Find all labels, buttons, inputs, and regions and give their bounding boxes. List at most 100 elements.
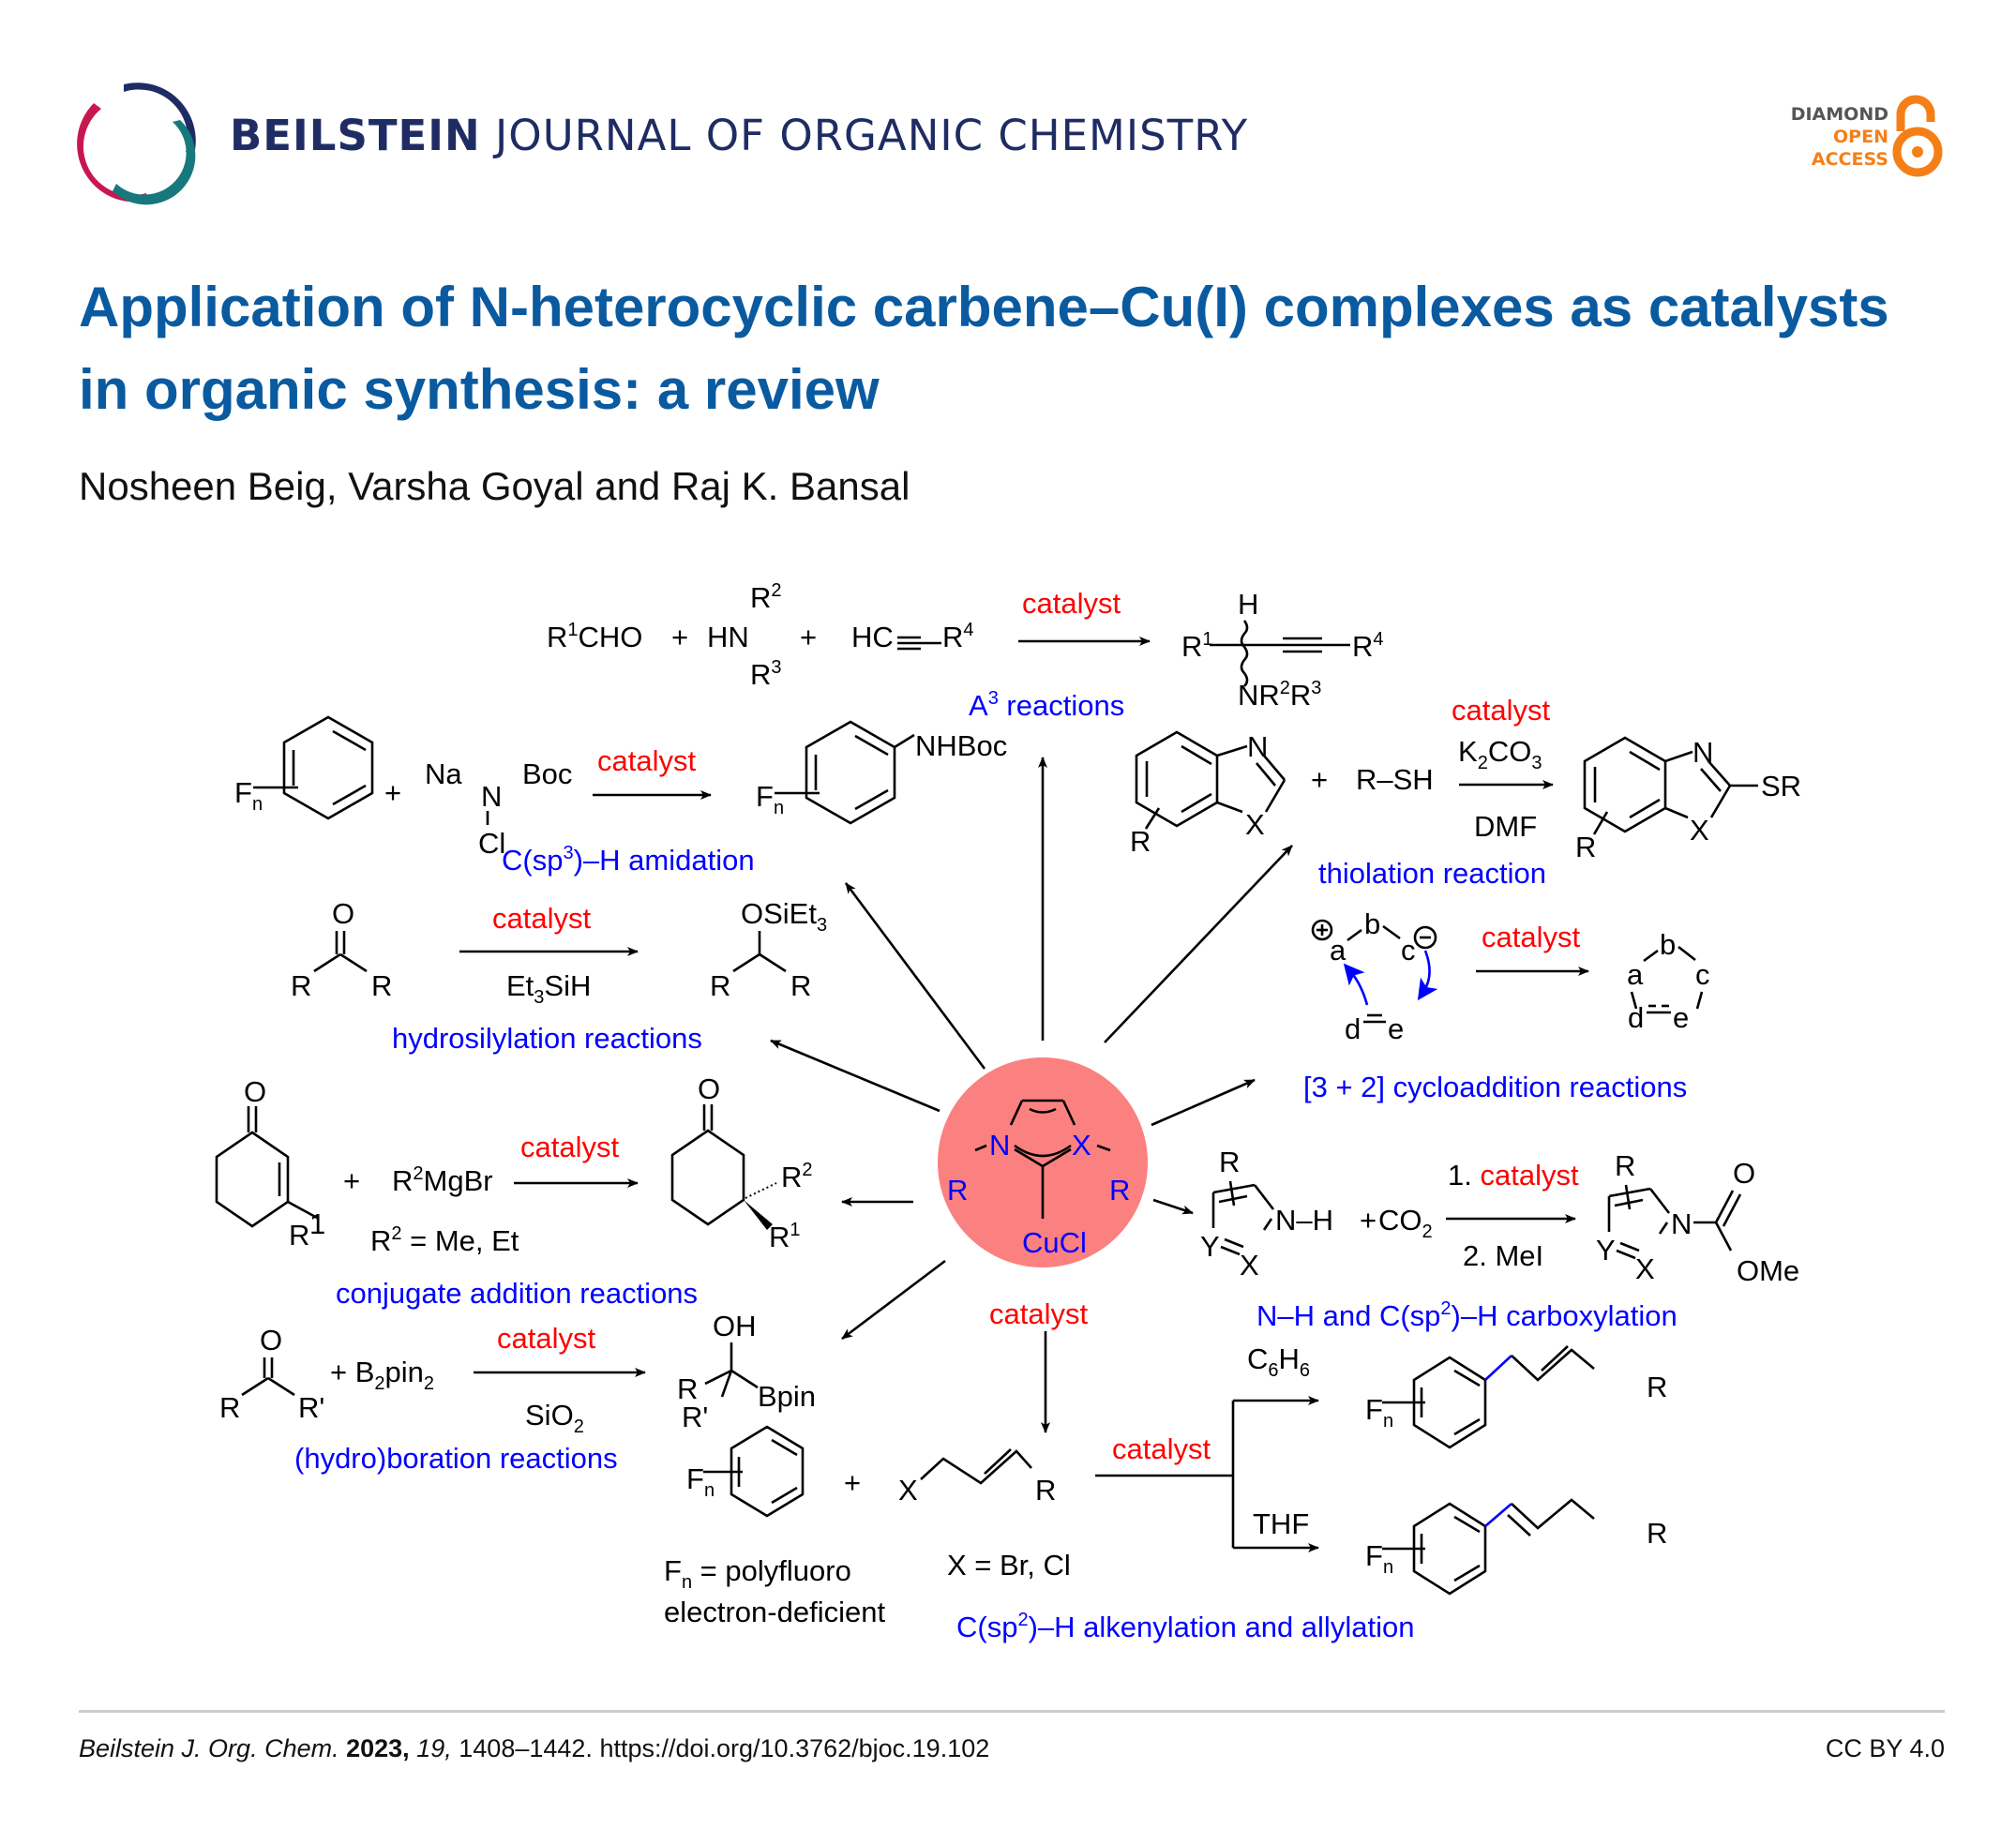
- chem-label: R: [1575, 831, 1596, 863]
- chem-label: +: [1360, 1204, 1377, 1237]
- chem-label: X: [1635, 1252, 1655, 1285]
- boration-reaction: O R R' + B2pin2 catalyst SiO2 OH R R' Bp…: [219, 1310, 816, 1475]
- boration-catalyst: catalyst: [497, 1322, 595, 1355]
- journal-name: BEILSTEIN JOURNAL OF ORGANIC CHEMISTRY: [230, 111, 1248, 160]
- thiolation-catalyst: catalyst: [1452, 694, 1550, 727]
- footer-divider: [79, 1710, 1945, 1713]
- chem-label: O: [260, 1324, 282, 1357]
- chem-label: SiO2: [525, 1399, 584, 1437]
- a3-label: A3 reactions: [969, 688, 1124, 722]
- oa-access: ACCESS: [1811, 149, 1888, 170]
- thiolation-reaction: N X R + R–SH catalyst K2CO3 DMF N X SR R…: [1130, 694, 1801, 890]
- chem-label: Y: [1200, 1230, 1220, 1263]
- chem-label: R2: [781, 1160, 813, 1193]
- chem-label: c: [1401, 934, 1416, 967]
- chem-label: +: [844, 1466, 861, 1499]
- chem-label: DMF: [1474, 810, 1537, 843]
- chem-label: R: [677, 1372, 698, 1405]
- chem-label: R2: [750, 580, 782, 614]
- radial-arrows: [770, 757, 1293, 1433]
- alkenylation-catalyst: catalyst: [1112, 1432, 1211, 1465]
- chem-label: d: [1628, 1001, 1644, 1034]
- conjugate-label: conjugate addition reactions: [336, 1277, 698, 1310]
- chem-label: R4: [1352, 629, 1384, 663]
- cycloaddition-reaction: a b c d e catalyst a b c d e [3 + 2] cyc…: [1303, 907, 1710, 1103]
- center-R-right: R: [1109, 1174, 1130, 1207]
- center-metal: CuCl: [1022, 1226, 1087, 1259]
- chem-label: Fn: [756, 780, 784, 818]
- license: CC BY 4.0: [1825, 1734, 1945, 1762]
- alkenylation-reaction: Fn + X R catalyst C6H6 THF Fn R Fn R: [664, 1342, 1667, 1643]
- chem-label: O: [698, 1072, 720, 1105]
- chem-label: H: [1238, 588, 1258, 621]
- chem-label: +: [800, 621, 817, 653]
- chem-label: a: [1330, 934, 1347, 967]
- chem-label: 1: [309, 1207, 325, 1240]
- chem-label: THF: [1253, 1507, 1309, 1540]
- citation-doi-link[interactable]: https://doi.org/10.3762/bjoc.19.102: [599, 1734, 990, 1762]
- open-lock-icon: [1892, 95, 1943, 177]
- chem-label: Fn = polyfluoro: [664, 1554, 851, 1593]
- chem-label: OH: [713, 1310, 757, 1342]
- chem-label: SR: [1761, 770, 1801, 802]
- catalyst-circle: [938, 1057, 1148, 1267]
- beilstein-rings-logo-icon: [77, 82, 196, 205]
- chem-label: R1: [769, 1220, 801, 1253]
- amidation-label: C(sp3)–H amidation: [502, 843, 755, 877]
- chem-label: 1. catalyst: [1448, 1159, 1579, 1192]
- hydrosilylation-catalyst: catalyst: [492, 902, 591, 935]
- chem-label: O: [1733, 1157, 1755, 1190]
- chem-label: R: [291, 969, 311, 1002]
- oa-diamond: DIAMOND: [1790, 104, 1888, 125]
- chem-label: Fn: [686, 1462, 715, 1501]
- chem-label: Fn: [1365, 1539, 1393, 1578]
- chem-label: + B2pin2: [330, 1356, 434, 1394]
- citation-pages: 1408–1442.: [459, 1734, 593, 1762]
- chem-label: R1: [1181, 629, 1213, 663]
- chem-label: O: [244, 1075, 266, 1108]
- a3-catalyst: catalyst: [1022, 587, 1121, 620]
- chem-label: N: [481, 780, 502, 813]
- center-N: N: [989, 1129, 1010, 1162]
- carboxylation-catalyst: catalyst: [1480, 1159, 1578, 1192]
- conjugate-catalyst: catalyst: [520, 1131, 619, 1163]
- chem-label: C6H6: [1247, 1342, 1310, 1381]
- chem-label: R–SH: [1356, 763, 1434, 796]
- chem-label: R2MgBr: [392, 1163, 493, 1197]
- citation: Beilstein J. Org. Chem. 2023, 19, 1408–1…: [79, 1734, 989, 1763]
- chem-label: +: [343, 1164, 360, 1197]
- chem-label: HN: [707, 621, 749, 653]
- a3-reaction: R1CHO + HN R2 R3 + HC R4 catalyst R1 H R…: [547, 580, 1384, 722]
- chem-label: R': [298, 1391, 324, 1424]
- chem-label: +: [671, 621, 688, 653]
- chem-label: N: [1671, 1207, 1692, 1240]
- citation-volume: 19,: [416, 1734, 452, 1762]
- chem-label: NR2R3: [1238, 678, 1321, 712]
- chem-label: N: [1693, 736, 1713, 769]
- chem-label: OSiEt3: [741, 897, 827, 936]
- chem-label: b: [1660, 928, 1676, 961]
- journal-name-bold: BEILSTEIN: [230, 111, 481, 160]
- article-title: Application of N-heterocyclic carbene–Cu…: [79, 276, 1889, 421]
- chem-label: Fn: [234, 776, 263, 815]
- chem-label: Et3SiH: [506, 969, 591, 1008]
- hydrosilylation-label: hydrosilylation reactions: [392, 1022, 702, 1055]
- article-authors: Nosheen Beig, Varsha Goyal and Raj K. Ba…: [79, 464, 910, 508]
- chem-label: R4: [942, 620, 974, 653]
- chem-label: b: [1364, 907, 1380, 940]
- chem-label: X: [1240, 1249, 1259, 1282]
- chem-label: R3: [750, 657, 782, 691]
- chem-label: R: [1647, 1517, 1667, 1550]
- chem-label: R1CHO: [547, 620, 642, 653]
- chem-label: CO2: [1378, 1204, 1433, 1242]
- chem-label: c: [1695, 958, 1710, 991]
- chem-label: K2CO3: [1458, 735, 1542, 773]
- chem-label: N: [1247, 730, 1268, 763]
- cycloaddition-catalyst: catalyst: [1482, 921, 1580, 953]
- carboxylation-label: N–H and C(sp2)–H carboxylation: [1256, 1298, 1677, 1332]
- thiolation-label: thiolation reaction: [1318, 857, 1546, 890]
- chem-label: Boc: [522, 757, 572, 790]
- chem-label: Bpin: [758, 1380, 816, 1413]
- chem-label: R2 = Me, Et: [370, 1223, 519, 1257]
